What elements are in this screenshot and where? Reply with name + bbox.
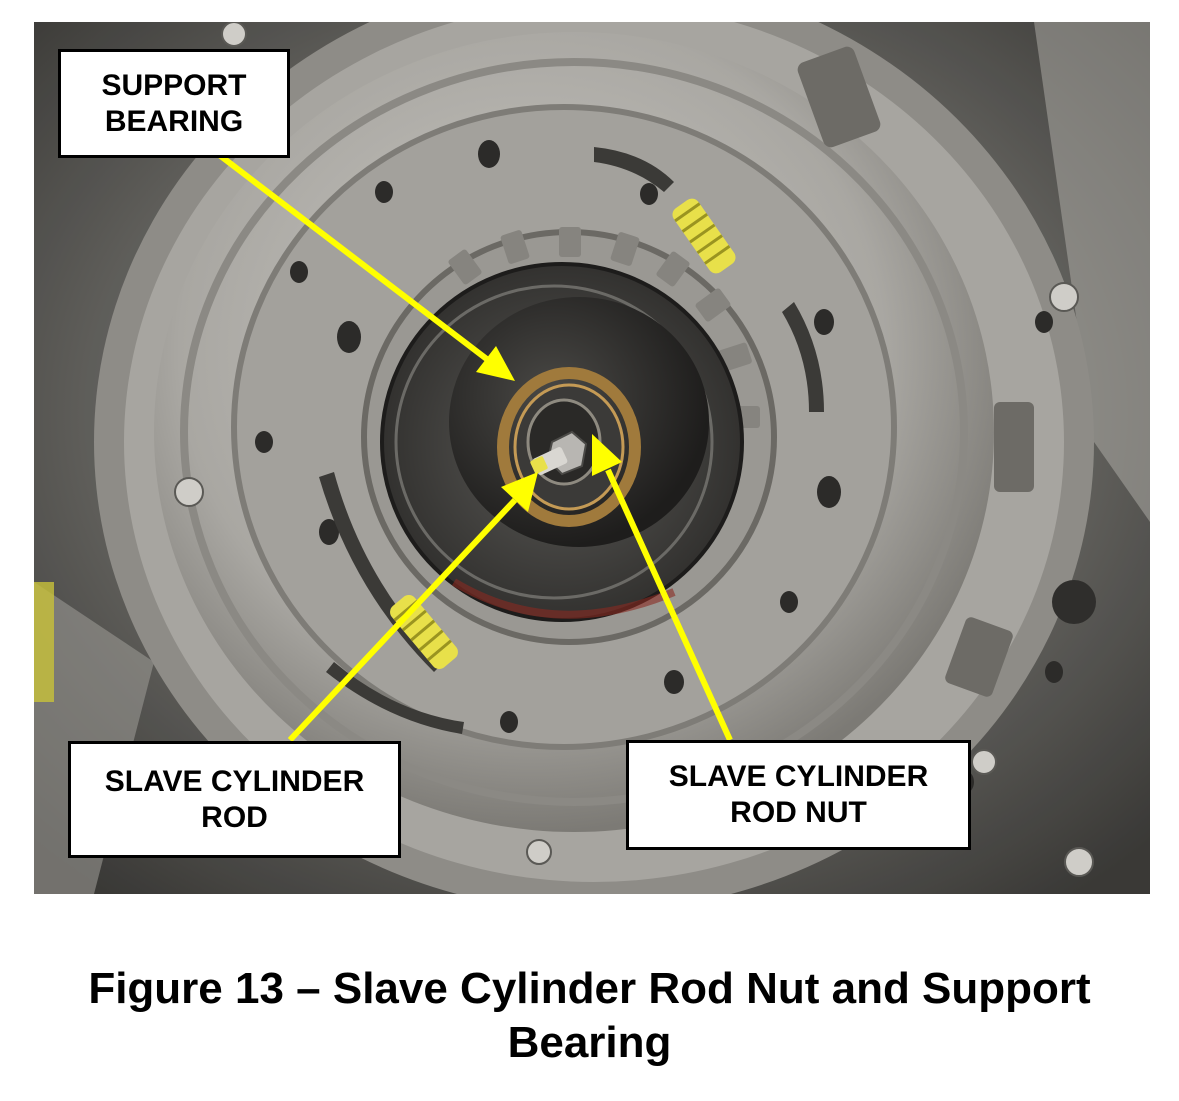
yellow-label-edge: [34, 582, 54, 702]
torx-bolt: [1052, 580, 1096, 624]
slave-cylinder-rod-callout: SLAVE CYLINDER ROD: [68, 741, 401, 858]
retaining-tabs: [797, 46, 1034, 697]
figure-caption: Figure 13 – Slave Cylinder Rod Nut and S…: [0, 962, 1179, 1070]
support-bearing-ring: [497, 367, 641, 527]
support-bearing-callout: SUPPORT BEARING: [58, 49, 290, 158]
bolt-heads: [174, 22, 1094, 877]
slave-cylinder-rod-nut-callout: SLAVE CYLINDER ROD NUT: [626, 740, 971, 850]
figure-caption-line-1: Figure 13 – Slave Cylinder Rod Nut and S…: [88, 964, 1091, 1013]
figure-caption-line-2: Bearing: [507, 1018, 672, 1067]
